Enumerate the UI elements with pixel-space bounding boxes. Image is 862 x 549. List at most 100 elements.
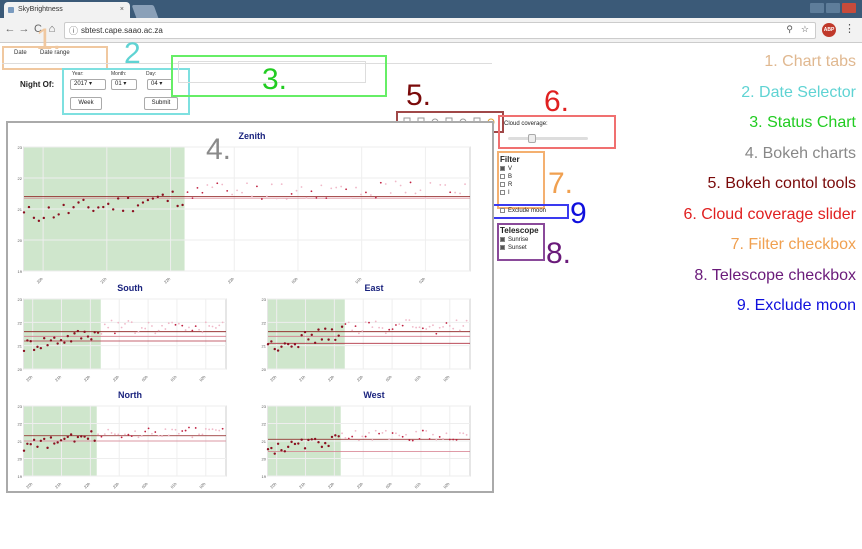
data-point	[260, 198, 263, 200]
filter-i-checkbox[interactable]	[500, 190, 505, 196]
year-label: Year:	[72, 71, 84, 77]
data-point	[161, 324, 163, 327]
filter-option-r[interactable]: R	[500, 182, 520, 188]
data-point	[384, 183, 387, 185]
data-point	[77, 201, 80, 204]
data-point	[379, 181, 382, 184]
filter-group: Filter V B R I	[500, 155, 520, 198]
annotation-4: 4.	[206, 133, 232, 166]
y-tick-label: 23	[262, 404, 267, 409]
filter-b-checkbox[interactable]	[500, 174, 505, 180]
exclude-moon-checkbox[interactable]	[500, 208, 505, 213]
filter-v-label: V	[508, 166, 513, 173]
data-point	[391, 432, 394, 434]
data-point	[448, 438, 451, 441]
data-point	[421, 429, 424, 432]
filter-option-v[interactable]: V	[500, 166, 520, 172]
data-point	[418, 438, 421, 440]
data-point	[273, 452, 276, 455]
filter-v-checkbox[interactable]	[500, 166, 505, 171]
info-icon[interactable]: ⓘ	[69, 26, 79, 36]
exclude-moon-option[interactable]: Exclude moon	[500, 208, 546, 214]
data-point	[297, 345, 300, 349]
x-tick-label: 01h	[413, 374, 421, 382]
telescope-option-sunset[interactable]: Sunset	[500, 245, 539, 251]
data-point	[445, 432, 448, 435]
data-point	[166, 199, 169, 203]
minimize-icon[interactable]	[810, 3, 824, 13]
url-text[interactable]: sbtest.cape.saao.ac.za	[81, 26, 163, 35]
y-tick-label: 20	[18, 238, 23, 243]
data-point	[194, 427, 197, 429]
legend-item: 7. Filter checkbox	[730, 236, 856, 253]
data-point	[206, 184, 209, 186]
data-point	[300, 438, 303, 441]
data-point	[103, 323, 106, 326]
y-tick-label: 23	[18, 145, 23, 150]
data-point	[27, 205, 31, 209]
data-point	[211, 186, 214, 189]
bookmark-star-icon[interactable]: ☆	[800, 24, 809, 34]
legend-item: 3. Status Chart	[749, 114, 856, 131]
data-point	[334, 338, 337, 342]
data-point	[215, 327, 217, 329]
browser-menu-icon[interactable]: ⋮	[844, 23, 855, 35]
data-point	[176, 204, 179, 208]
tab-date[interactable]: Date	[14, 50, 27, 56]
maximize-icon[interactable]	[826, 3, 840, 13]
data-point	[335, 186, 338, 189]
filter-option-b[interactable]: B	[500, 174, 520, 180]
cloud-coverage-slider[interactable]	[508, 134, 588, 143]
submit-button[interactable]: Submit	[144, 97, 178, 110]
month-select[interactable]: 01 ▾	[111, 79, 137, 90]
x-tick-label: 22h	[327, 481, 335, 489]
tab-date-range[interactable]: Date range	[40, 50, 70, 56]
data-point	[76, 435, 80, 439]
telescope-option-sunrise[interactable]: Sunrise	[500, 237, 539, 243]
data-point	[32, 348, 36, 352]
home-icon[interactable]: ⌂	[48, 23, 56, 35]
browser-tab[interactable]: SkyBrightness ×	[4, 2, 130, 18]
forward-icon[interactable]: →	[18, 23, 30, 35]
data-point	[287, 342, 290, 346]
data-point	[90, 430, 93, 433]
data-point	[46, 446, 49, 450]
address-bar[interactable]: ⓘ sbtest.cape.saao.ac.za ⚲ ☆	[64, 22, 816, 39]
sunset-checkbox[interactable]	[500, 245, 505, 251]
data-point	[201, 433, 204, 436]
filter-r-checkbox[interactable]	[500, 182, 505, 188]
reload-icon[interactable]: C	[34, 23, 42, 35]
data-point	[22, 349, 26, 353]
close-tab-icon[interactable]: ×	[119, 6, 124, 13]
data-point	[330, 187, 333, 190]
data-point	[36, 345, 39, 349]
data-point	[66, 435, 69, 439]
back-icon[interactable]: ←	[4, 23, 16, 35]
x-tick-label: 21h	[54, 374, 62, 382]
data-point	[196, 186, 199, 189]
annotation-2: 2	[124, 37, 141, 70]
cloud-coverage-slider-handle[interactable]	[528, 134, 536, 143]
annotation-5: 5.	[406, 79, 432, 112]
zoom-icon[interactable]: ⚲	[786, 24, 793, 34]
new-tab-button[interactable]	[131, 5, 159, 18]
filter-option-i[interactable]: I	[500, 190, 520, 196]
sunrise-checkbox[interactable]	[500, 237, 505, 242]
data-point	[246, 182, 248, 185]
data-point	[177, 432, 180, 435]
adblock-extension-icon[interactable]: ABP	[822, 23, 836, 37]
data-point	[419, 189, 422, 192]
close-window-icon[interactable]	[842, 3, 856, 13]
data-point	[59, 439, 63, 442]
week-button[interactable]: Week	[70, 97, 102, 110]
data-point	[216, 182, 219, 185]
data-point	[330, 435, 334, 439]
year-select[interactable]: 2017 ▾	[70, 79, 106, 90]
x-tick-label: 01h	[413, 481, 421, 489]
day-select[interactable]: 04 ▾	[147, 79, 173, 90]
